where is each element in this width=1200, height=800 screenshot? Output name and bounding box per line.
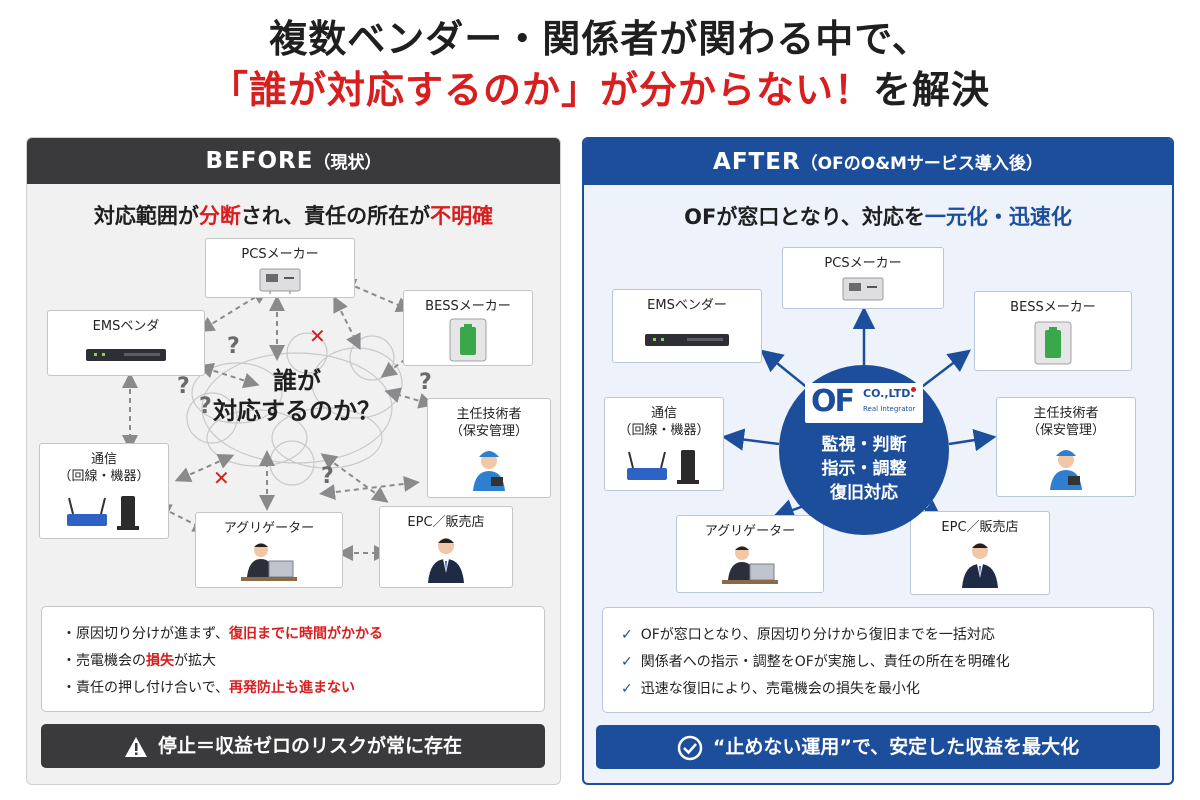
question-mark: ? xyxy=(227,334,240,359)
question-mark: ? xyxy=(419,370,432,395)
title-line2-end: を解決 xyxy=(873,68,991,112)
before-header: BEFORE（現状） xyxy=(27,138,560,184)
after-subtitle-a: OFが窓口となり、対応を xyxy=(684,205,925,229)
after-result-banner: “止めない運用”で、安定した収益を最大化 xyxy=(596,725,1160,769)
benefit-row: ✓関係者への指示・調整をOFが実施し、責任の所在を明確化 xyxy=(621,654,1010,670)
node-ems-vendor: EMSベンダ xyxy=(47,310,205,376)
node-epc-dealer: EPC／販売店 xyxy=(379,506,513,588)
check-icon: ✓ xyxy=(621,627,633,643)
before-center-question: 誰が 対応するのか？ xyxy=(213,367,381,425)
before-issue-list: ・原因切り分けが進まず、復旧までに時間がかかる ・売電機会の損失が拡大 ・責任の… xyxy=(41,606,545,712)
after-panel: AFTER（OFのO&Mサービス導入後） OFが窓口となり、対応を一元化・迅速化… xyxy=(582,137,1174,785)
warning-icon xyxy=(124,736,147,757)
businessman-icon xyxy=(428,538,464,583)
router-box-icon xyxy=(86,349,166,361)
of-hub: OF CO.,LTD. Real Integrator 監視・判断 指示・調整 … xyxy=(779,365,949,535)
after-subtitle: OFが窓口となり、対応を一元化・迅速化 xyxy=(584,201,1172,231)
before-connections xyxy=(122,278,435,561)
benefit-row: ✓迅速な復旧により、売電機会の損失を最小化 xyxy=(621,681,920,697)
of-logo-tagline: Real Integrator xyxy=(863,405,916,413)
before-subtitle-b: 分断 xyxy=(198,204,241,228)
businessman-icon xyxy=(962,543,998,588)
cross-mark: ✕ xyxy=(213,466,230,490)
office-worker-icon xyxy=(241,543,297,581)
benefit-row: ✓OFが窓口となり、原因切り分けから復旧までを一括対応 xyxy=(621,627,995,643)
node-chief-engineer: 主任技術者 （保安管理） xyxy=(996,397,1136,497)
of-logo-dot xyxy=(911,387,916,392)
engineer-icon xyxy=(1050,450,1082,490)
inverter-icon xyxy=(259,268,301,294)
of-hub-functions: 監視・判断 指示・調整 復旧対応 xyxy=(821,435,907,503)
check-circle-icon xyxy=(677,735,703,760)
node-bess-maker: BESSメーカー xyxy=(974,291,1132,371)
node-epc-dealer: EPC／販売店 xyxy=(910,511,1050,595)
after-benefit-list: ✓OFが窓口となり、原因切り分けから復旧までを一括対応 ✓関係者への指示・調整を… xyxy=(602,607,1154,713)
before-risk-banner: 停止＝収益ゼロのリスクが常に存在 xyxy=(41,724,545,768)
before-panel: BEFORE（現状） 対応範囲が分断され、責任の所在が不明確 xyxy=(26,137,561,785)
node-ems-vendor: EMSベンダー xyxy=(612,289,762,363)
node-pcs-maker: PCSメーカー xyxy=(205,238,355,298)
battery-icon xyxy=(449,318,487,362)
check-icon: ✓ xyxy=(621,681,633,697)
title-line2-highlight: 「誰が対応するのか」が分からない！ xyxy=(209,68,873,112)
node-communication: 通信 （回線・機器） xyxy=(39,443,169,539)
before-header-sub: （現状） xyxy=(313,153,382,173)
title-line2: 「誰が対応するのか」が分からない！を解決 xyxy=(0,64,1200,116)
after-header-sub: （OFのO&Mサービス導入後） xyxy=(800,154,1043,174)
question-mark: ? xyxy=(199,394,212,419)
after-header-main: AFTER xyxy=(713,149,801,175)
issue-row: ・原因切り分けが進まず、復旧までに時間がかかる xyxy=(62,626,384,642)
page-title: 複数ベンダー・関係者が関わる中で、 「誰が対応するのか」が分からない！を解決 xyxy=(0,14,1200,116)
before-header-main: BEFORE xyxy=(205,148,314,174)
before-subtitle-d: 不明確 xyxy=(430,204,494,228)
node-aggregator: アグリゲーター xyxy=(195,512,343,588)
after-subtitle-b: 一元化・迅速化 xyxy=(924,205,1072,229)
office-worker-icon xyxy=(722,546,778,584)
cross-mark: ✕ xyxy=(309,324,326,348)
question-mark: ? xyxy=(321,464,334,489)
issue-row: ・責任の押し付け合いで、再発防止も進まない xyxy=(62,680,356,696)
battery-icon xyxy=(1034,321,1072,365)
router-box-icon xyxy=(645,334,729,346)
check-icon: ✓ xyxy=(621,654,633,670)
engineer-icon xyxy=(473,451,505,491)
question-mark: ? xyxy=(177,374,190,399)
title-line1: 複数ベンダー・関係者が関わる中で、 xyxy=(269,17,931,61)
router-and-modem-icon xyxy=(67,496,139,530)
of-logo-co: CO.,LTD. xyxy=(863,387,915,400)
node-communication: 通信 （回線・機器） xyxy=(604,397,724,491)
of-logo: OF CO.,LTD. Real Integrator xyxy=(805,383,923,423)
router-and-modem-icon xyxy=(627,450,699,484)
after-header: AFTER（OFのO&Mサービス導入後） xyxy=(584,139,1172,185)
of-logo-mark: OF xyxy=(811,384,855,419)
node-aggregator: アグリゲーター xyxy=(676,515,824,593)
node-bess-maker: BESSメーカー xyxy=(403,290,533,366)
inverter-icon xyxy=(842,277,884,301)
before-subtitle-a: 対応範囲が xyxy=(93,204,199,228)
before-subtitle-c: され、責任の所在が xyxy=(240,204,431,228)
issue-row: ・売電機会の損失が拡大 xyxy=(62,653,216,669)
before-subtitle: 対応範囲が分断され、責任の所在が不明確 xyxy=(27,200,560,230)
node-chief-engineer: 主任技術者 （保安管理） xyxy=(427,398,551,498)
node-pcs-maker: PCSメーカー xyxy=(782,247,944,309)
